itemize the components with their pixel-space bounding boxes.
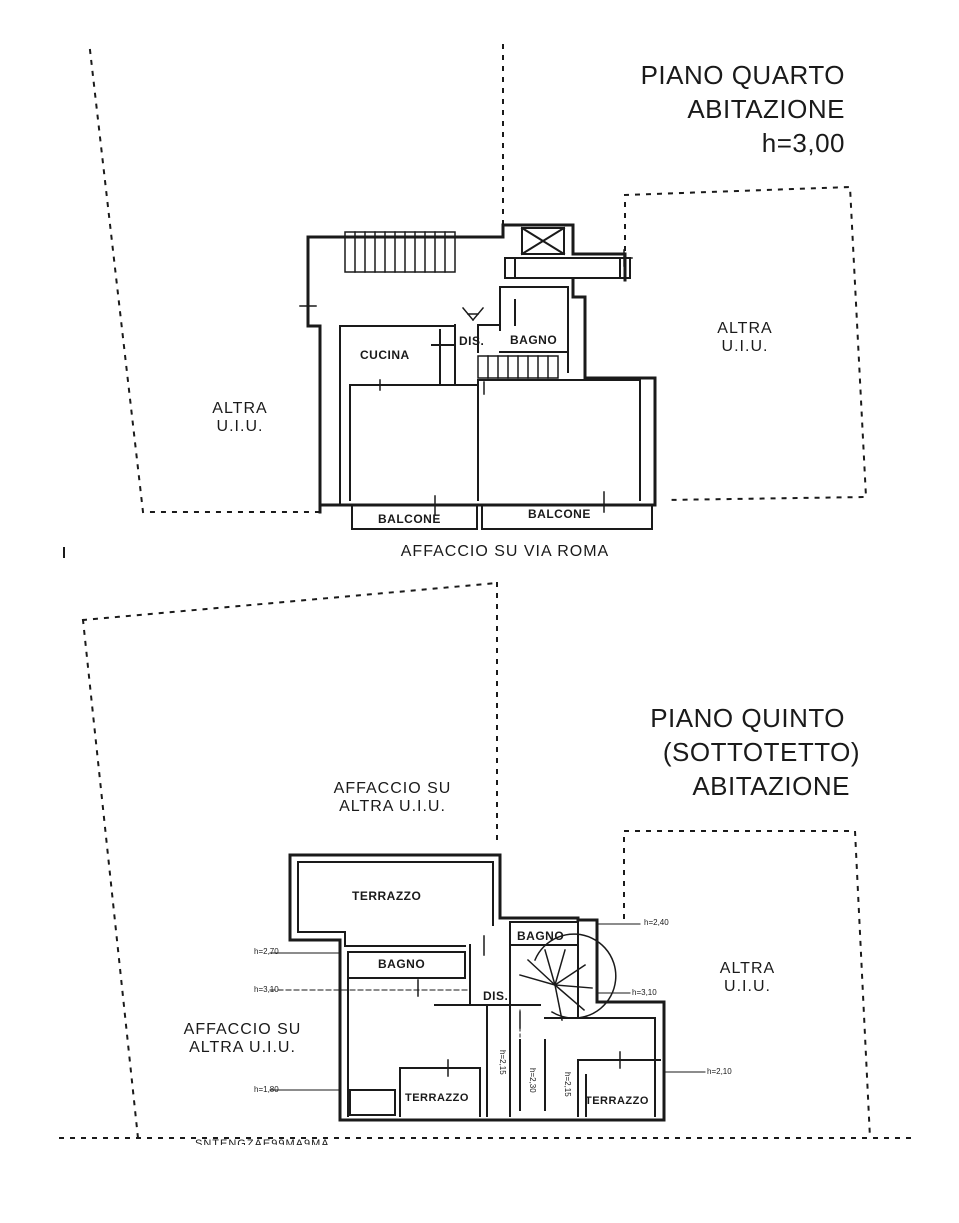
lower-room-bagno-left: BAGNO: [378, 957, 426, 971]
upper-stairs-top: [344, 231, 456, 273]
upper-outer-walls: [306, 223, 657, 514]
lower-affaccio-top-line1: AFFACCIO SU: [333, 780, 452, 797]
upper-street-label: AFFACCIO SU VIA ROMA: [400, 543, 610, 560]
upper-ticks: [299, 249, 633, 516]
lower-room-terrazzo-bottom-right: TERRAZZO: [585, 1095, 649, 1107]
lower-ticks: [417, 935, 621, 1077]
lower-boundary-dashed: [59, 581, 911, 1140]
lower-title-line3: ABITAZIONE: [692, 771, 850, 801]
lower-cut-text: SNTENGZAE99MA9MA: [195, 1139, 330, 1145]
upper-shaft: [520, 226, 566, 256]
lower-spiral-stair: [519, 933, 617, 1021]
lower-room-terrazzo-bottom-left: TERRAZZO: [405, 1092, 469, 1104]
upper-title-line2: ABITAZIONE: [687, 94, 845, 124]
upper-stairs-small: [477, 355, 559, 379]
upper-room-dis: DIS.: [459, 334, 485, 348]
upper-neighbor-left-line2: U.I.U.: [216, 418, 264, 436]
lower-room-bagno-right: BAGNO: [517, 929, 565, 943]
lower-title-line1: PIANO QUINTO: [650, 703, 845, 733]
upper-inner-walls: [339, 286, 641, 506]
lower-height-215-a: h=2,15: [498, 1050, 507, 1075]
lower-affaccio-top: AFFACCIO SU ALTRA U.I.U.: [300, 780, 485, 817]
upper-room-bagno: BAGNO: [510, 333, 558, 347]
upper-neighbor-right: ALTRA U.I.U.: [695, 320, 795, 357]
lower-small-box: [349, 1089, 396, 1116]
lower-title-line2: (SOTTOTETTO): [662, 737, 860, 767]
upper-balcone-right: BALCONE: [528, 507, 591, 521]
upper-boundary-dashed: [88, 44, 868, 513]
lower-affaccio-left-line1: AFFACCIO SU: [183, 1021, 302, 1038]
upper-neighbor-left: ALTRA U.I.U.: [190, 400, 290, 437]
lower-affaccio-top-line2: ALTRA U.I.U.: [339, 798, 446, 816]
lower-inner-walls: [297, 861, 661, 1117]
upper-room-cucina: CUCINA: [360, 348, 410, 362]
upper-balcone-left: BALCONE: [378, 512, 441, 526]
lower-height-240: h=2,40: [644, 918, 669, 927]
upper-neighbor-right-line2: U.I.U.: [721, 338, 769, 356]
upper-neighbor-right-line1: ALTRA: [717, 320, 773, 337]
lower-room-dis: DIS.: [483, 989, 509, 1003]
upper-height-label: h=3,00: [761, 128, 845, 158]
lower-height-310-right: h=3,10: [632, 988, 657, 997]
lower-neighbor-right-line1: ALTRA: [719, 960, 776, 977]
lower-height-210: h=2,10: [707, 1067, 732, 1076]
upper-corridor: [504, 257, 631, 279]
lower-height-180: h=1,80: [254, 1085, 279, 1094]
upper-neighbor-left-line1: ALTRA: [212, 400, 268, 417]
lower-affaccio-left: AFFACCIO SU ALTRA U.I.U.: [150, 1021, 335, 1058]
lower-affaccio-left-line2: ALTRA U.I.U.: [189, 1039, 296, 1057]
lower-height-215-b: h=2,15: [563, 1072, 572, 1097]
lower-neighbor-right: ALTRA U.I.U.: [700, 960, 795, 997]
lower-height-230: h=2,30: [528, 1068, 537, 1093]
lower-height-270: h=2,70: [254, 947, 279, 956]
lower-neighbor-right-line2: U.I.U.: [724, 978, 771, 996]
lower-outer-walls: [288, 853, 666, 1122]
upper-title-line1: PIANO QUARTO: [640, 60, 845, 90]
lower-room-terrazzo-top: TERRAZZO: [352, 889, 422, 903]
upper-balconies: [351, 504, 653, 530]
lower-height-310-left: h=3,10: [254, 985, 279, 994]
